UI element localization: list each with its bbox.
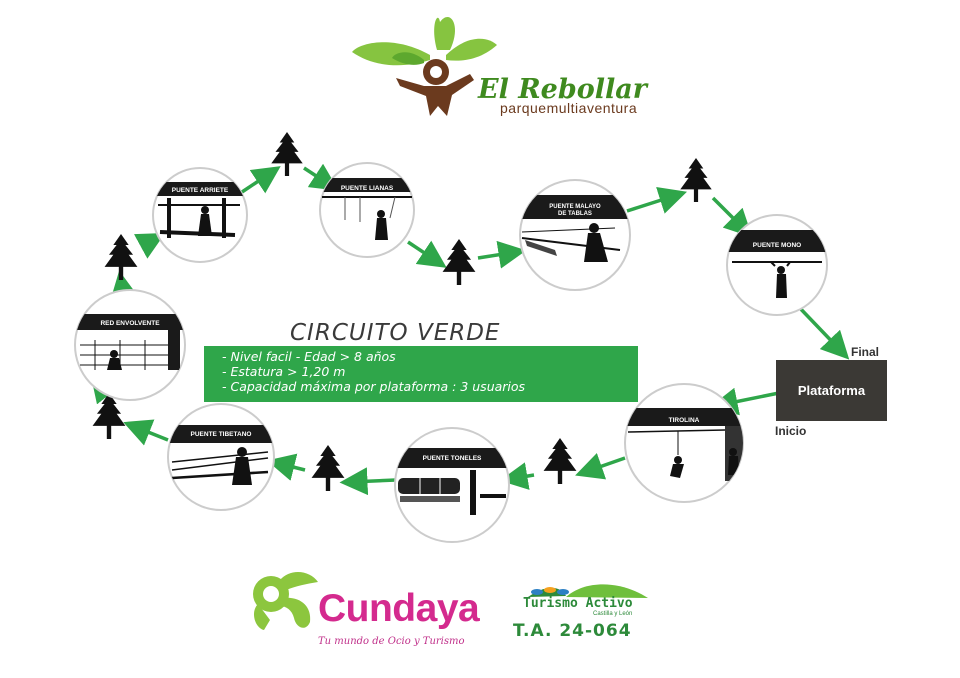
pine-tree-icon xyxy=(543,438,577,484)
arrow xyxy=(794,302,850,360)
arrow xyxy=(477,240,527,269)
arrow xyxy=(266,453,306,481)
start-label: Inicio xyxy=(775,424,807,438)
brand-title: El Rebollar xyxy=(478,74,647,105)
arrow xyxy=(303,163,339,191)
arrow xyxy=(711,196,753,238)
station-puente-lianas: PUENTE LIANAS xyxy=(319,162,415,258)
station-puente-toneles: PUENTE TONELES xyxy=(394,427,510,543)
pine-tree-icon xyxy=(104,234,138,280)
brand-subtitle: parquemultiaventura xyxy=(500,100,638,116)
station-label: RED ENVOLVENTE xyxy=(100,320,160,327)
pine-tree-icon xyxy=(271,132,303,176)
pine-tree-icon xyxy=(311,445,345,491)
station-red-envolvente: RED ENVOLVENTE xyxy=(74,289,186,401)
turismo-activo-logo xyxy=(528,584,648,598)
station-label: PUENTE ARRIETE xyxy=(172,187,229,194)
arrow xyxy=(339,467,397,496)
cundaya-wordmark: Cundaya xyxy=(318,587,480,630)
arrow xyxy=(241,166,281,194)
station-label: DE TABLAS xyxy=(558,211,592,217)
arrow xyxy=(575,453,626,480)
pine-tree-icon xyxy=(442,239,476,285)
circuit-info-box: - Nivel facil - Edad > 8 años - Estatura… xyxy=(204,346,638,402)
station-label: PUENTE TONELES xyxy=(423,455,482,462)
license-code: T.A. 24-064 xyxy=(513,621,632,641)
station-label: PUENTE TIBETANO xyxy=(191,431,252,438)
station-puente-arriete: PUENTE ARRIETE xyxy=(152,167,248,263)
station-label: PUENTE LIANAS xyxy=(341,185,394,192)
station-label: PUENTE MONO xyxy=(753,242,801,249)
circuit-title: CIRCUITO VERDE xyxy=(290,320,501,346)
info-line: - Capacidad máxima por plataforma : 3 us… xyxy=(222,379,526,394)
plataforma-box: Plataforma xyxy=(776,360,887,421)
arrow xyxy=(499,462,535,490)
station-puente-malayo: PUENTE MALAYO DE TABLAS xyxy=(519,179,631,291)
turismo-activo-title: Turismo Activo xyxy=(523,596,633,611)
pine-tree-icon xyxy=(680,158,712,202)
arrow xyxy=(123,419,169,446)
turismo-activo-subtitle: Castilla y León xyxy=(593,611,633,617)
arrow xyxy=(407,240,447,268)
end-label: Final xyxy=(851,345,880,359)
station-label: PUENTE MALAYO xyxy=(549,204,601,210)
arrow xyxy=(133,232,166,259)
info-line: - Nivel facil - Edad > 8 años xyxy=(222,349,396,364)
station-tirolina: TIROLINA xyxy=(624,383,744,503)
el-rebollar-logo xyxy=(352,16,497,116)
cundaya-tagline: Tu mundo de Ocio y Turismo xyxy=(318,636,465,647)
cundaya-logo-figure xyxy=(253,571,318,630)
plataforma-label: Plataforma xyxy=(797,383,866,398)
arrow xyxy=(626,186,688,214)
station-puente-tibetano: PUENTE TIBETANO xyxy=(167,403,275,511)
station-label: TIROLINA xyxy=(669,417,700,424)
arrow xyxy=(709,387,785,416)
info-line: - Estatura > 1,20 m xyxy=(222,364,346,379)
station-puente-mono: PUENTE MONO xyxy=(726,214,828,316)
